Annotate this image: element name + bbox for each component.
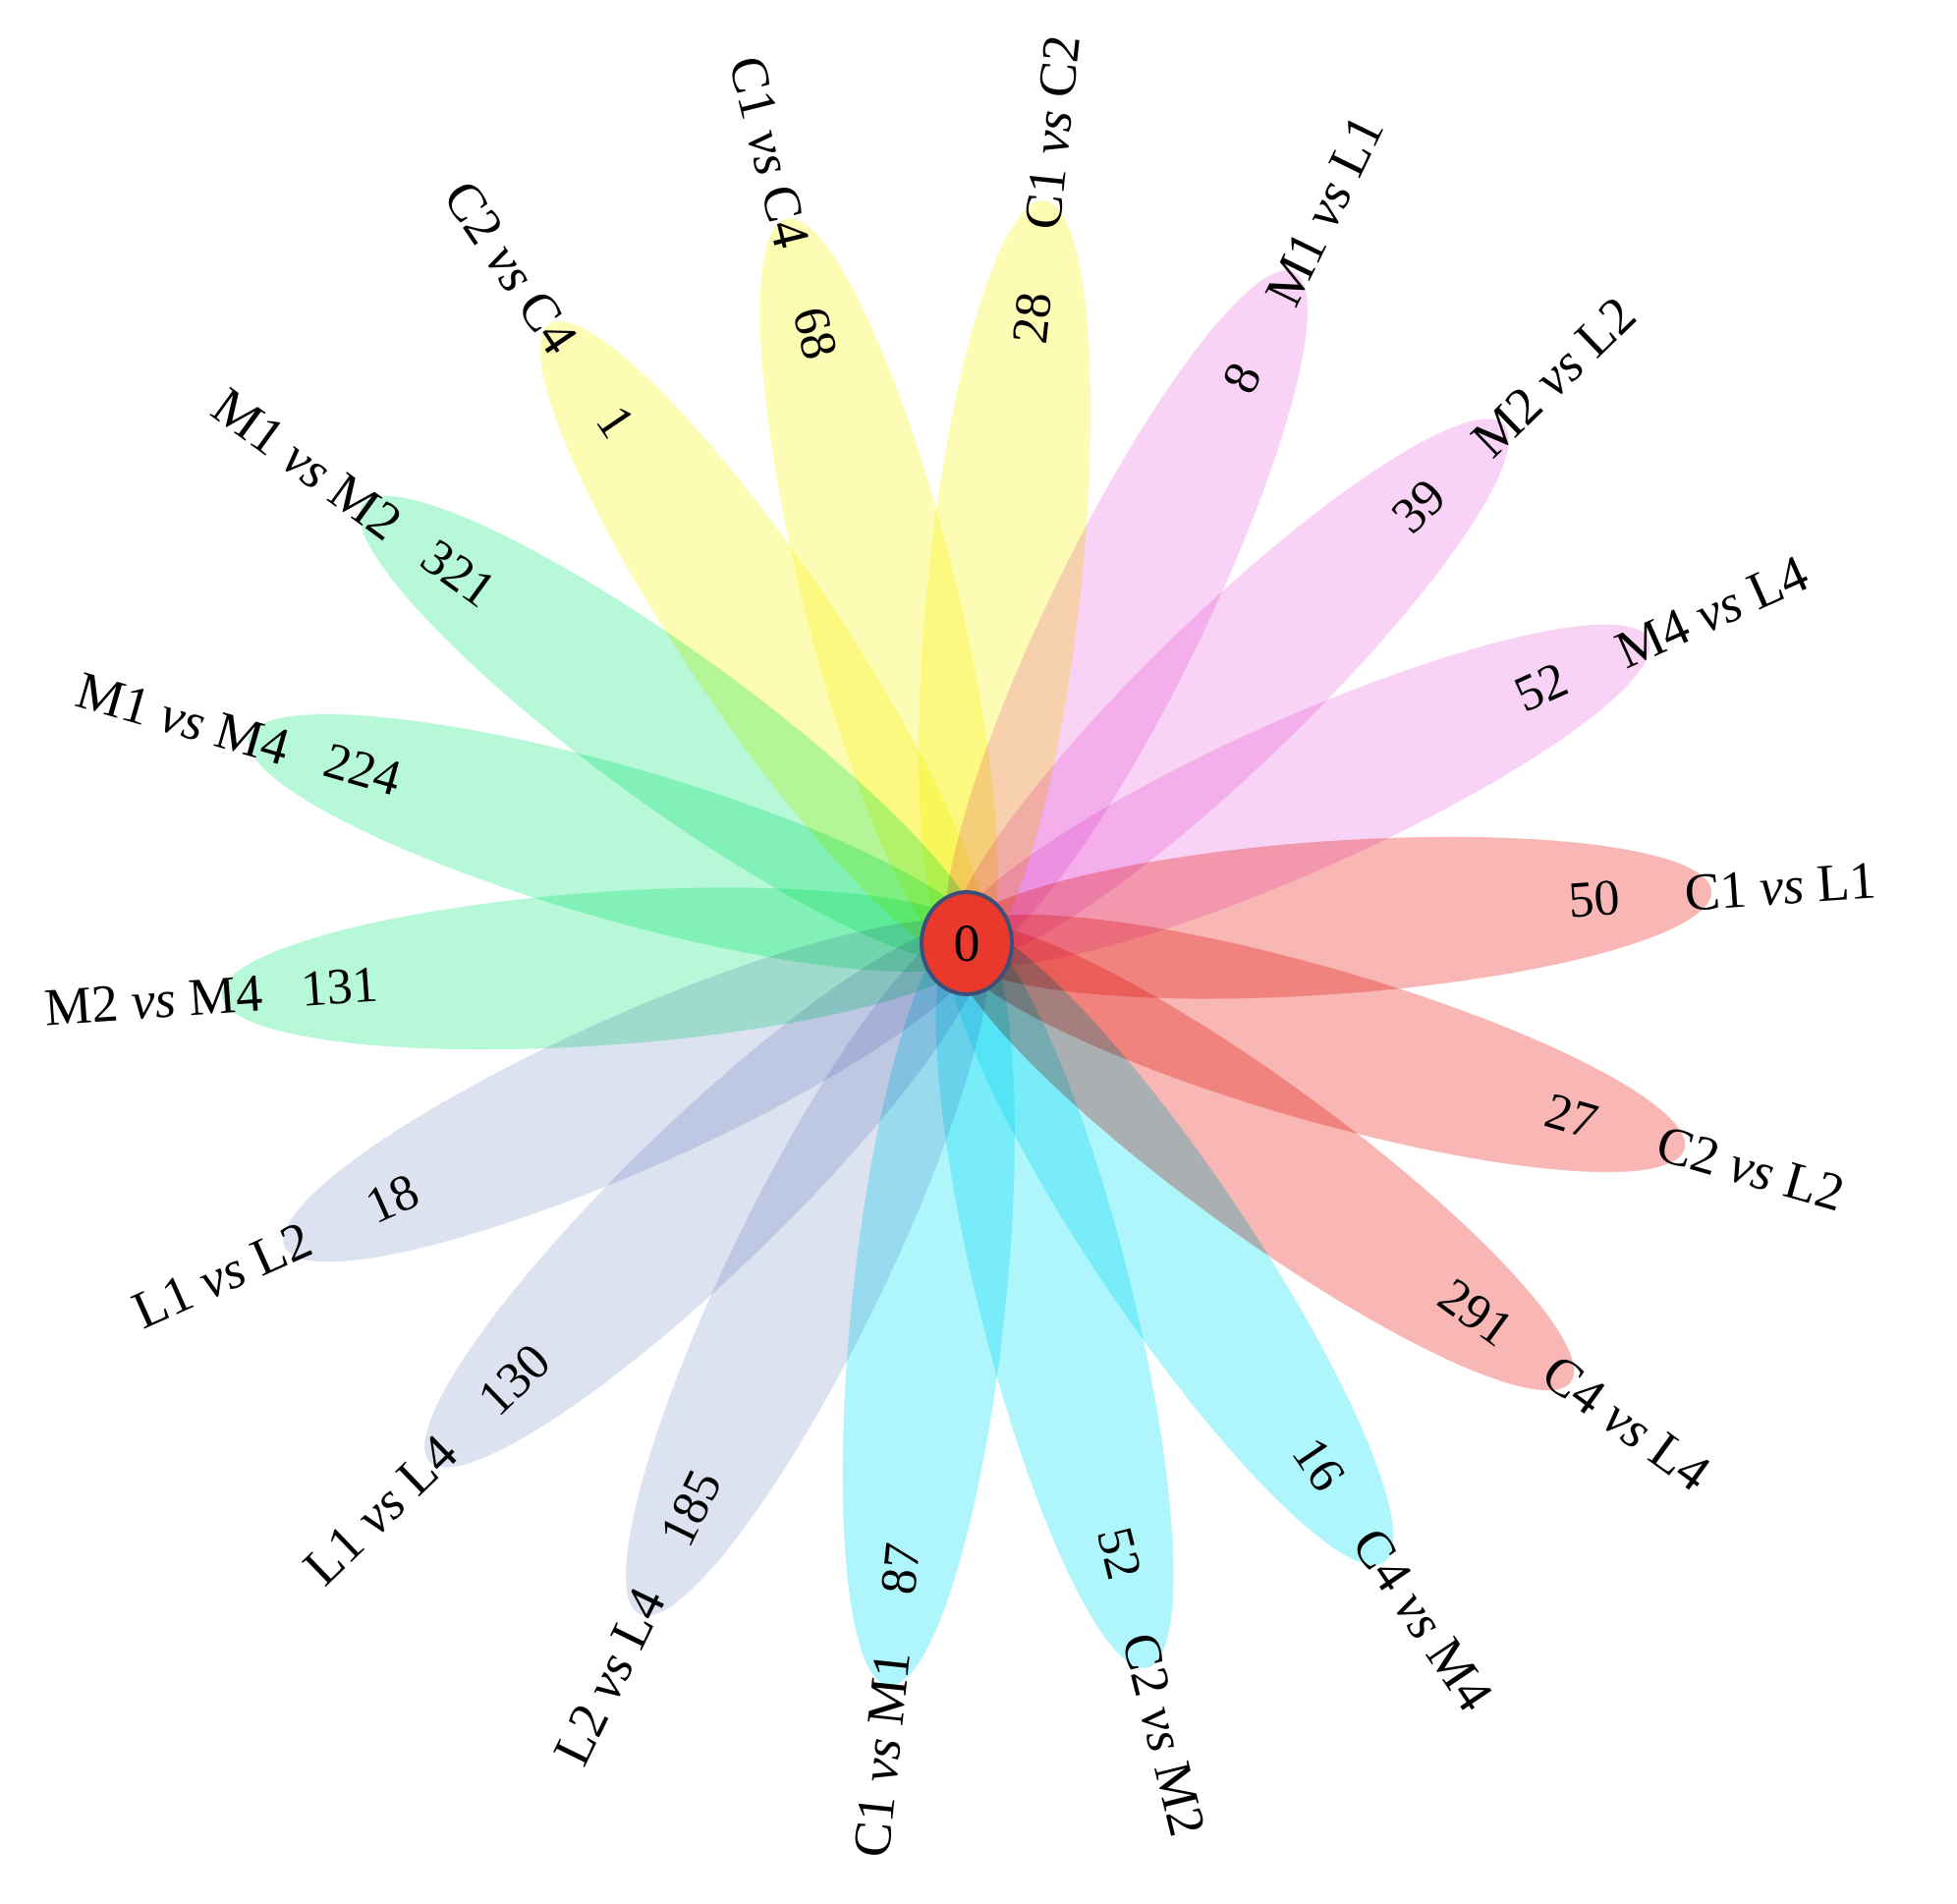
core-count: 0 — [954, 914, 980, 973]
petal-name-c1-vs-l1: C1 vs L1 — [1683, 850, 1878, 922]
petal-name-c1-vs-c4: C1 vs C4 — [717, 50, 821, 253]
petal-name-c1-vs-c2: C1 vs C2 — [1013, 32, 1091, 232]
petal-layer — [221, 200, 1712, 1686]
petal-name-m2-vs-l2: M2 vs L2 — [1460, 285, 1648, 469]
group-name: C2 — [1025, 32, 1091, 113]
petal-name-m2-vs-m4: M2 vs M4 — [42, 963, 264, 1036]
group-name: M4 — [196, 697, 297, 777]
group-name: C1 — [1683, 860, 1749, 923]
petal-name-l2-vs-l4: L2 vs L4 — [541, 1579, 677, 1774]
petal-name-c2-vs-m2: C2 vs M2 — [1110, 1627, 1217, 1841]
group-name: C1 — [1013, 164, 1078, 232]
group-name: C1 — [841, 1792, 906, 1860]
petal-count-m2-vs-m4: 131 — [300, 956, 380, 1017]
vs-word: vs — [1019, 107, 1084, 170]
petal-name-m4-vs-l4: M4 vs L4 — [1606, 543, 1817, 680]
petal-m4-vs-l4 — [947, 624, 1650, 967]
core-ellipse — [920, 890, 1014, 996]
petal-name-c2-vs-l2: C2 vs L2 — [1650, 1113, 1851, 1222]
vs-word: vs — [848, 1735, 913, 1798]
petal-name-m1-vs-l1: M1 vs L1 — [1254, 106, 1396, 314]
group-name: M2 — [1140, 1743, 1218, 1841]
group-name: M4 — [173, 963, 263, 1028]
petal-name-m1-vs-m4: M1 vs M4 — [70, 660, 296, 777]
petal-m1-vs-m4 — [248, 713, 986, 973]
petal-count-c1-vs-c2: 28 — [1002, 290, 1063, 347]
petal-count-c1-vs-l1: 50 — [1567, 869, 1622, 928]
group-name: M2 — [42, 973, 120, 1036]
vs-word: vs — [116, 969, 178, 1032]
vs-word: vs — [1744, 856, 1806, 919]
petal-name-c2-vs-c4: C2 vs C4 — [432, 170, 589, 364]
core-layer: 0 — [920, 890, 1014, 996]
vs-word: vs — [1126, 1687, 1197, 1757]
group-name: L2 — [1765, 1147, 1851, 1223]
group-name: M1 — [854, 1649, 922, 1741]
group-name: L1 — [1802, 850, 1878, 914]
petal-name-c4-vs-l4: C4 vs L4 — [1532, 1342, 1721, 1502]
petal-name-m1-vs-m2: M1 vs M2 — [201, 376, 413, 552]
petal-name-l1-vs-l4: L1 vs L4 — [292, 1423, 469, 1596]
group-name: C4 — [747, 166, 822, 253]
group-name: C1 — [717, 50, 789, 125]
petal-count-c1-vs-m1: 87 — [870, 1540, 931, 1597]
petal-name-l1-vs-l2: L1 vs L2 — [124, 1209, 320, 1340]
petal-c2-vs-l2 — [947, 914, 1686, 1173]
petal-name-c1-vs-m1: C1 vs M1 — [841, 1649, 922, 1860]
group-name: C2 — [1110, 1627, 1182, 1702]
petal-name-c4-vs-m4: C4 vs M4 — [1341, 1517, 1505, 1721]
vs-word: vs — [732, 110, 803, 180]
